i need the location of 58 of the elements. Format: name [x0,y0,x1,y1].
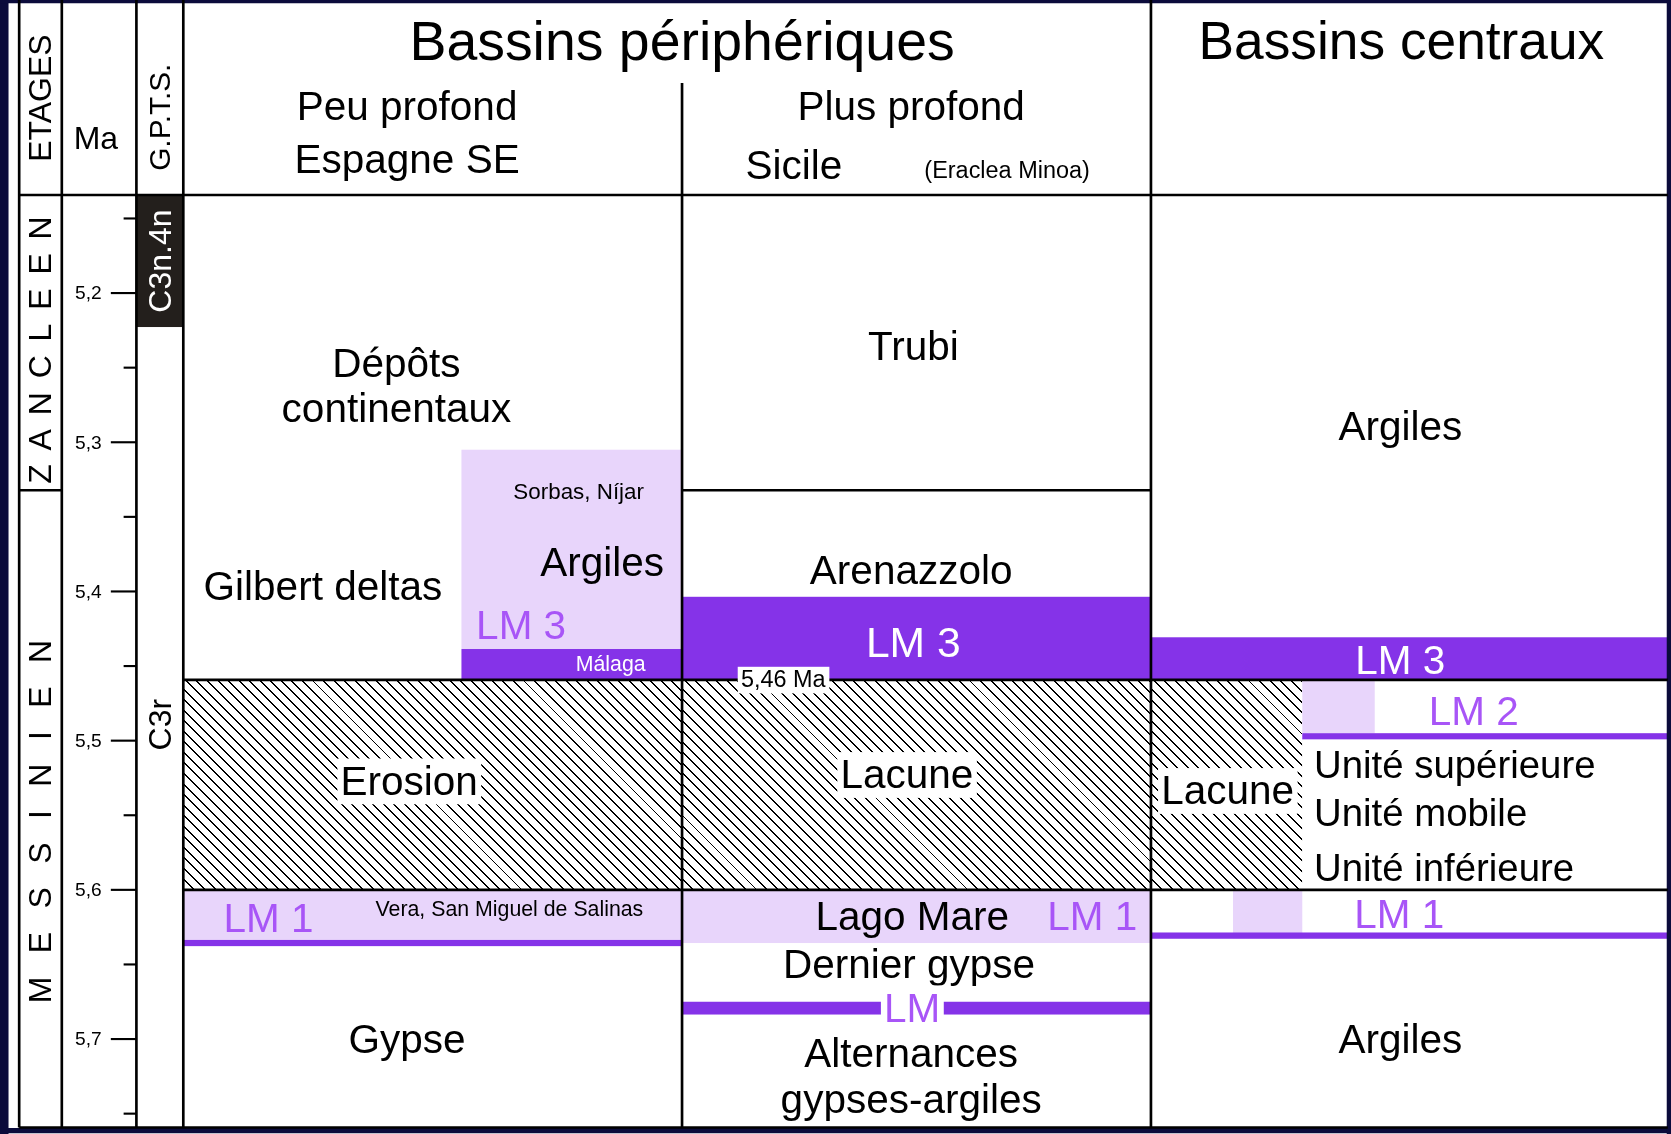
unit-label: Unité mobile [1314,791,1528,835]
age-label: 5,46 Ma [737,666,829,694]
tick-label: 5,4 [75,580,102,603]
column-heading: Sicile [745,142,843,188]
column-heading: Espagne SE [294,137,520,183]
unit-label: Argiles [1338,1016,1463,1062]
unit-label: Unité supérieure [1314,743,1596,787]
column-heading: Bassins périphériques [409,9,955,72]
unit-label: Alternances gypses-argiles [779,1031,1043,1122]
unit-label: Sorbas, Níjar [513,478,644,504]
tick-label: 5,3 [75,431,102,453]
unit-label: Dépôts continentaux [280,340,513,432]
lago-mare-band [461,449,683,649]
column-heading: Plus profond [797,83,1025,130]
unit-label: Gypse [348,1016,466,1062]
column-heading: (Eraclea Minoa) [924,157,1090,184]
unit-label: LM 2 [1428,689,1519,735]
hatched-gap-cell [183,679,683,890]
column-heading: G.P.T.S. [143,63,177,171]
tick-label: 5,6 [75,879,102,901]
unit-label: Argiles [1338,403,1463,449]
stage-label: MESSINIEN [22,616,59,1004]
column-heading: ETAGES [22,34,59,162]
lago-mare-band [1302,679,1668,740]
unit-label: Trubi [867,323,959,369]
unit-label: LM 3 [865,618,961,667]
tick-label: 5,5 [75,729,102,752]
unit-label: Dernier gypse [783,941,1036,988]
unit-label: Málaga [575,652,646,676]
lago-mare-band [183,889,683,947]
unit-label: LM 3 [476,602,567,649]
unit-label: Unité inférieure [1314,847,1575,890]
column-heading: Peu profond [296,83,518,130]
lago-mare-band [461,649,683,680]
unit-label: Lacune [1158,768,1298,814]
tick-label: 5,7 [75,1028,102,1050]
stage-label: ZANCLEEN [22,202,59,484]
hatched-gap-cell [1150,679,1303,890]
unit-label: LM 1 [1354,891,1445,938]
unit-label: Gilbert deltas [203,563,443,609]
chron-label: C3n.4n [141,209,178,313]
lago-mare-band [682,889,1151,944]
unit-label: Arenazzolo [809,547,1013,593]
unit-label: Erosion [337,758,482,804]
lago-mare-band [1150,637,1668,680]
unit-label: LM 1 [1047,893,1138,940]
unit-label: Lacune [837,752,977,798]
unit-label: Argiles [540,540,664,586]
column-heading: Ma [73,120,119,157]
unit-label: Lago Mare [815,893,1010,940]
polarity-chron-cell [136,195,184,328]
column-heading: Bassins centraux [1198,10,1605,71]
unit-label: Vera, San Miguel de Salinas [375,897,644,921]
tick-label: 5,2 [75,282,102,304]
lago-mare-band [1150,889,1668,939]
chron-label: C3r [141,698,178,751]
unit-label: LM 3 [1355,638,1446,684]
unit-label: LM 1 [223,895,314,942]
